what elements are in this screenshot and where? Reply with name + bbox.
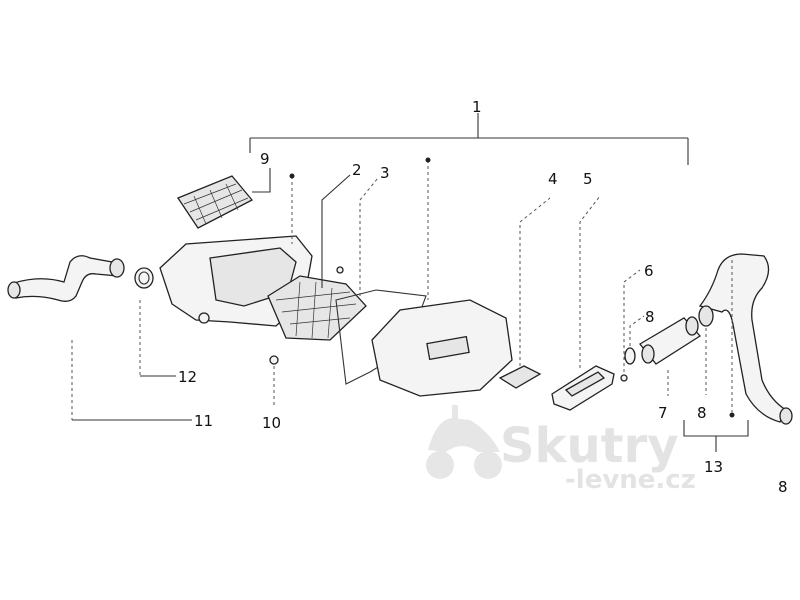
screw-top: [336, 266, 344, 274]
callout-7: 7: [658, 404, 668, 422]
callout-5: 5: [583, 170, 593, 188]
air-box-cover: [371, 157, 513, 397]
part-12-clamp: [134, 267, 176, 377]
callout-2: 2: [352, 161, 362, 179]
callout-13: 13: [704, 458, 723, 476]
bracket-part-1: [249, 113, 689, 165]
part-9-filter-sponge: [177, 168, 271, 229]
callout-11: 11: [194, 412, 213, 430]
callout-8-upper: 8: [645, 308, 655, 326]
part-8-clamp: [624, 315, 645, 365]
callout-6: 6: [644, 262, 654, 280]
part-10-screw: [269, 355, 279, 408]
part-2-filter-element: [267, 174, 367, 341]
callout-8-right: 8: [778, 478, 788, 496]
callout-3: 3: [380, 164, 390, 182]
callout-4: 4: [548, 170, 558, 188]
part-4-plate: [498, 197, 551, 389]
callout-12: 12: [178, 368, 197, 386]
callout-8-middle: 8: [697, 404, 707, 422]
part-6-screw: [620, 269, 641, 382]
part-7-short-hose: [639, 316, 701, 396]
part-5-reed-valve: [551, 195, 615, 411]
callout-10: 10: [262, 414, 281, 432]
part-13-long-hose: [683, 253, 793, 452]
watermark: Skutry -levne.cz: [426, 405, 696, 495]
scooter-logo-icon: [426, 405, 502, 479]
watermark-brand: Skutry: [500, 418, 679, 474]
watermark-domain: -levne.cz: [565, 465, 696, 495]
callout-9: 9: [260, 150, 270, 168]
part-11-breather-pipe: [7, 255, 192, 421]
callout-1: 1: [472, 98, 482, 116]
